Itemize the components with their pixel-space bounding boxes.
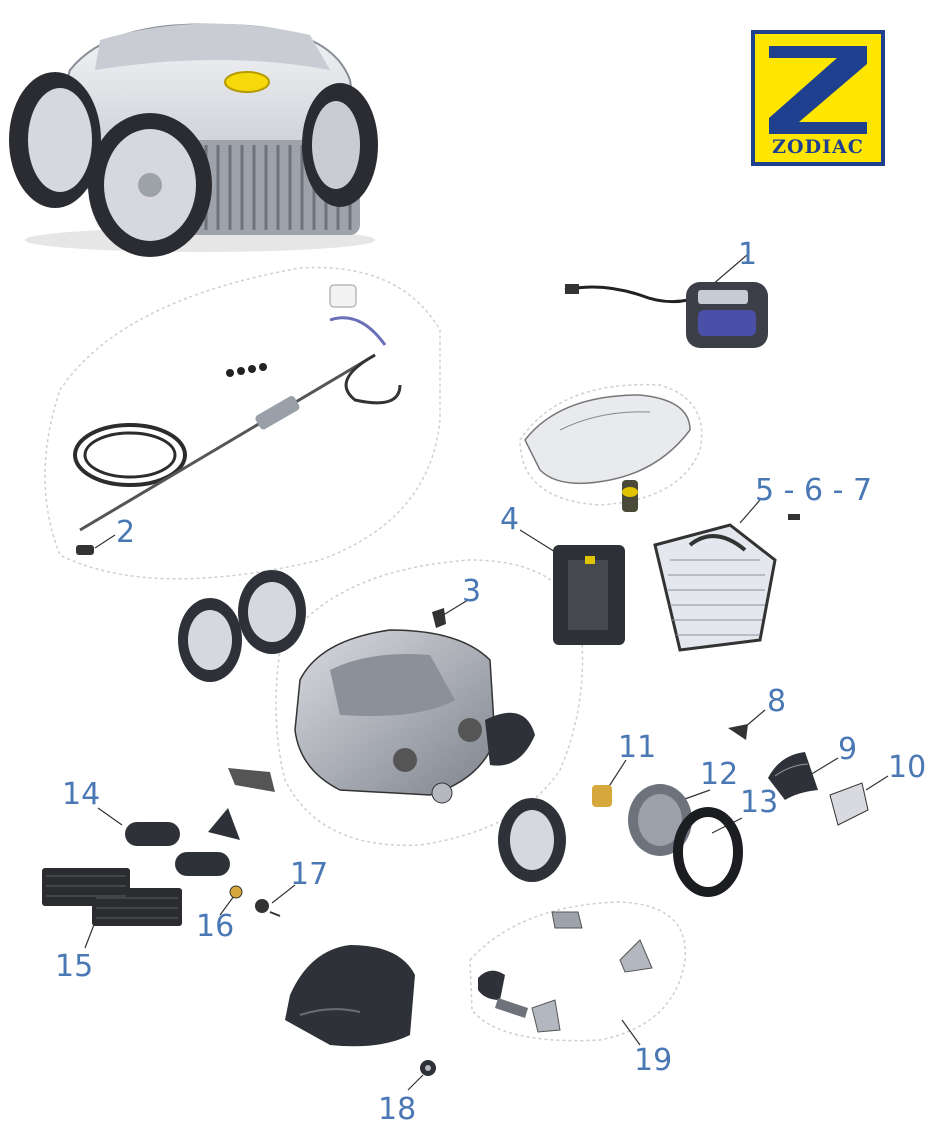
callout-9: 9 bbox=[838, 732, 858, 767]
part-4-filter-holder[interactable] bbox=[553, 545, 625, 645]
callout-5-6-7: 5 - 6 - 7 bbox=[755, 473, 873, 508]
side-trim[interactable] bbox=[208, 768, 275, 840]
part-19-clip-set[interactable] bbox=[478, 911, 653, 1033]
callout-8: 8 bbox=[767, 684, 787, 719]
chassis-group-outline bbox=[275, 559, 584, 847]
callout-14: 14 bbox=[62, 777, 101, 812]
side-bracket[interactable] bbox=[485, 712, 535, 766]
callout-3: 3 bbox=[462, 574, 482, 609]
callout-11: 11 bbox=[618, 730, 657, 765]
callout-2: 2 bbox=[116, 515, 136, 550]
part-15-brush[interactable] bbox=[42, 868, 182, 926]
zodiac-z-mark bbox=[769, 46, 867, 134]
callout-16: 16 bbox=[196, 909, 235, 944]
cover-group-outline bbox=[519, 383, 703, 506]
part-1-control-box[interactable] bbox=[564, 282, 768, 348]
chassis-body[interactable] bbox=[294, 629, 496, 804]
wheel-pair-left[interactable] bbox=[178, 570, 306, 682]
zodiac-logo-text: ZODIAC bbox=[772, 136, 864, 158]
callout-12: 12 bbox=[700, 757, 739, 792]
part-11-axle-nut[interactable] bbox=[592, 785, 612, 807]
part-10-end-cap[interactable] bbox=[829, 782, 869, 826]
callout-13: 13 bbox=[740, 785, 779, 820]
robot-cleaner-image bbox=[9, 23, 378, 257]
clips-group-outline bbox=[469, 901, 687, 1042]
robot-wheel-rear bbox=[9, 72, 101, 208]
part-16-bushing[interactable] bbox=[229, 885, 243, 899]
callout-18: 18 bbox=[378, 1092, 417, 1127]
cable-group-outline bbox=[44, 266, 441, 580]
part-13-tire[interactable] bbox=[673, 807, 743, 897]
part-3-clip[interactable] bbox=[432, 608, 446, 628]
part-8-pin[interactable] bbox=[728, 724, 748, 740]
callout-10: 10 bbox=[888, 750, 927, 785]
part-2-cable-swivel[interactable] bbox=[73, 284, 402, 555]
wheel-front-right[interactable] bbox=[498, 798, 566, 882]
part-17-screw[interactable] bbox=[255, 899, 281, 917]
callout-19: 19 bbox=[634, 1043, 673, 1078]
robot-wheel-front bbox=[88, 113, 212, 257]
bottom-housing[interactable] bbox=[285, 945, 415, 1047]
part-14-roller[interactable] bbox=[125, 822, 230, 876]
part-9-swivel-cap[interactable] bbox=[768, 752, 818, 800]
callout-1: 1 bbox=[738, 237, 758, 272]
part-5-6-7-filter-basket[interactable] bbox=[653, 514, 800, 652]
top-cover[interactable] bbox=[524, 394, 691, 512]
part-18-small-wheel[interactable] bbox=[420, 1060, 436, 1076]
zodiac-logo: ZODIAC bbox=[751, 30, 885, 166]
robot-wheel-right bbox=[302, 83, 378, 207]
callout-17: 17 bbox=[290, 857, 329, 892]
callout-15: 15 bbox=[55, 949, 94, 984]
callout-4: 4 bbox=[500, 502, 520, 537]
